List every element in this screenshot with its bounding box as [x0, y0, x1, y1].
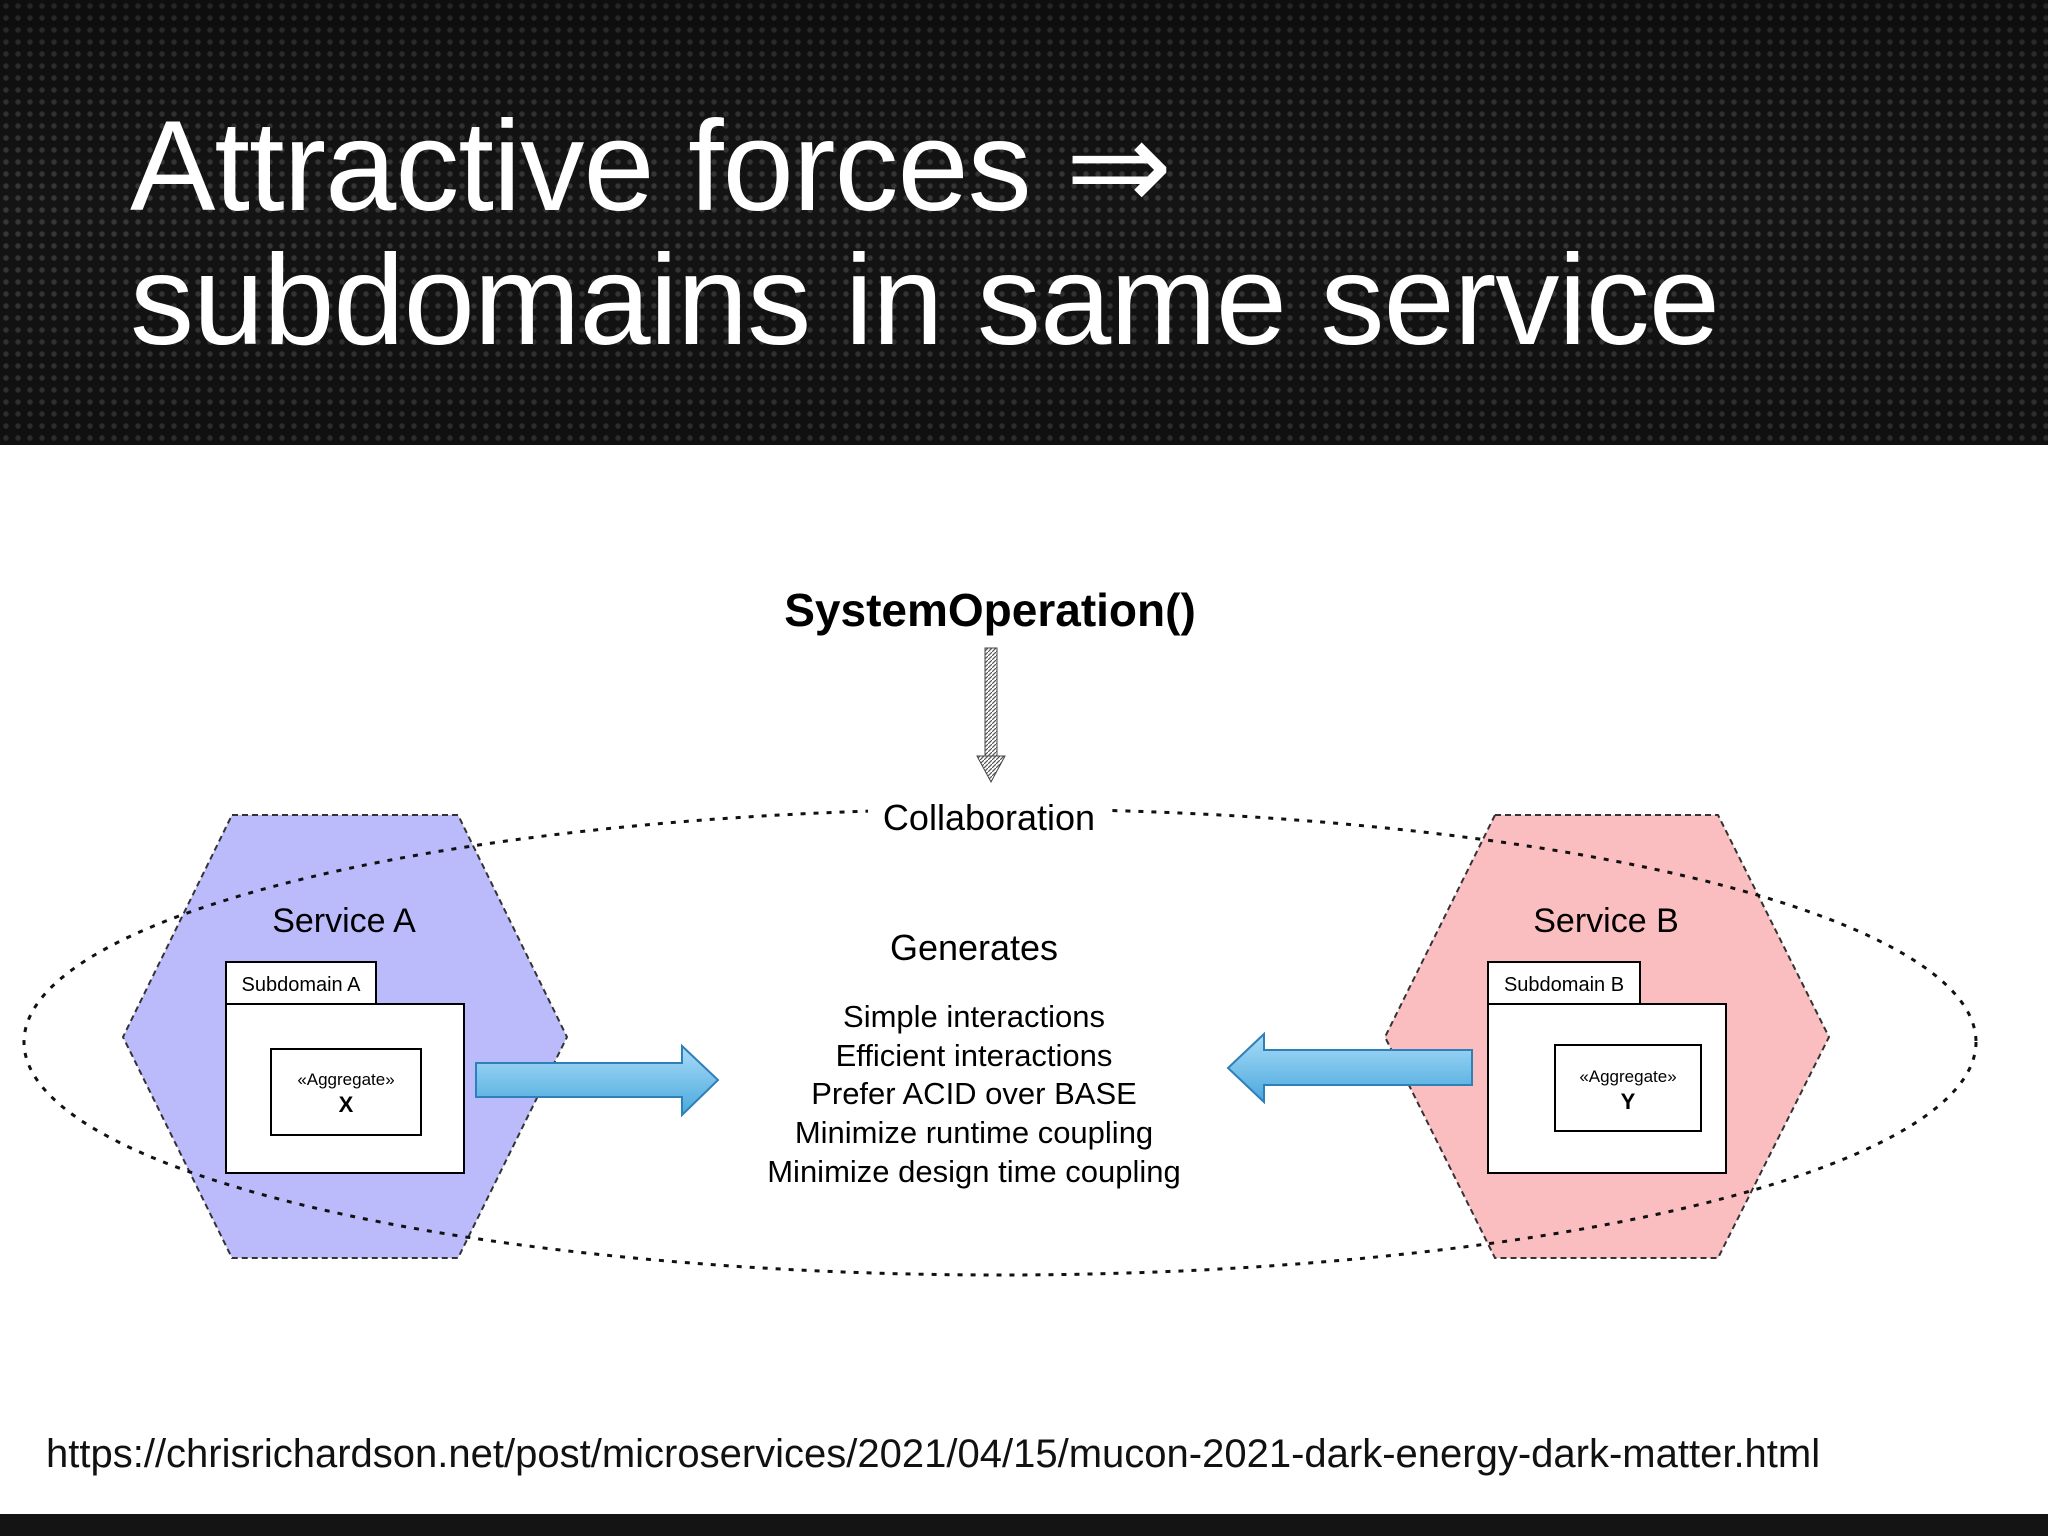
source-link[interactable]: https://chrisrichardson.net/post/microse…	[46, 1432, 1821, 1476]
generates-item: Minimize design time coupling	[767, 1154, 1181, 1189]
title-line-2: subdomains in same service	[130, 229, 1720, 372]
generates-item: Minimize runtime coupling	[795, 1115, 1153, 1150]
left-arrow	[1226, 1031, 1473, 1105]
generates-item: Simple interactions	[843, 999, 1105, 1034]
operation-arrow-shaft	[984, 647, 998, 757]
aggregate-x-box	[270, 1048, 422, 1136]
right-arrow	[475, 1043, 720, 1118]
aggregate-x-stereotype: «Aggregate»	[297, 1070, 394, 1089]
service-b-name: Service B	[1533, 902, 1679, 940]
footer-bar	[0, 1514, 2048, 1536]
slide-header: Attractive forces ⇒ subdomains in same s…	[0, 0, 2048, 445]
generates-label: Generates	[890, 927, 1058, 968]
service-a-name: Service A	[272, 902, 416, 940]
subdomain-a-tab	[225, 961, 377, 1005]
title-line-1: Attractive forces ⇒	[130, 95, 1172, 238]
system-operation-label: SystemOperation()	[784, 584, 1196, 636]
generates-item: Prefer ACID over BASE	[811, 1076, 1137, 1111]
header-shade	[0, 0, 2048, 445]
aggregate-y-name: Y	[1621, 1089, 1636, 1114]
slide-title: Attractive forces ⇒ subdomains in same s…	[130, 95, 1720, 372]
subdomain-b-label: Subdomain B	[1504, 974, 1624, 996]
aggregate-x-name: X	[339, 1092, 354, 1117]
aggregate-y-box	[1554, 1044, 1702, 1132]
operation-arrow-head	[976, 755, 1006, 784]
collaboration-label-backdrop	[868, 792, 1106, 844]
aggregate-y-stereotype: «Aggregate»	[1579, 1067, 1676, 1086]
collaboration-label: Collaboration	[883, 797, 1095, 838]
subdomain-a-label: Subdomain A	[242, 974, 362, 996]
generates-item: Efficient interactions	[836, 1038, 1113, 1073]
